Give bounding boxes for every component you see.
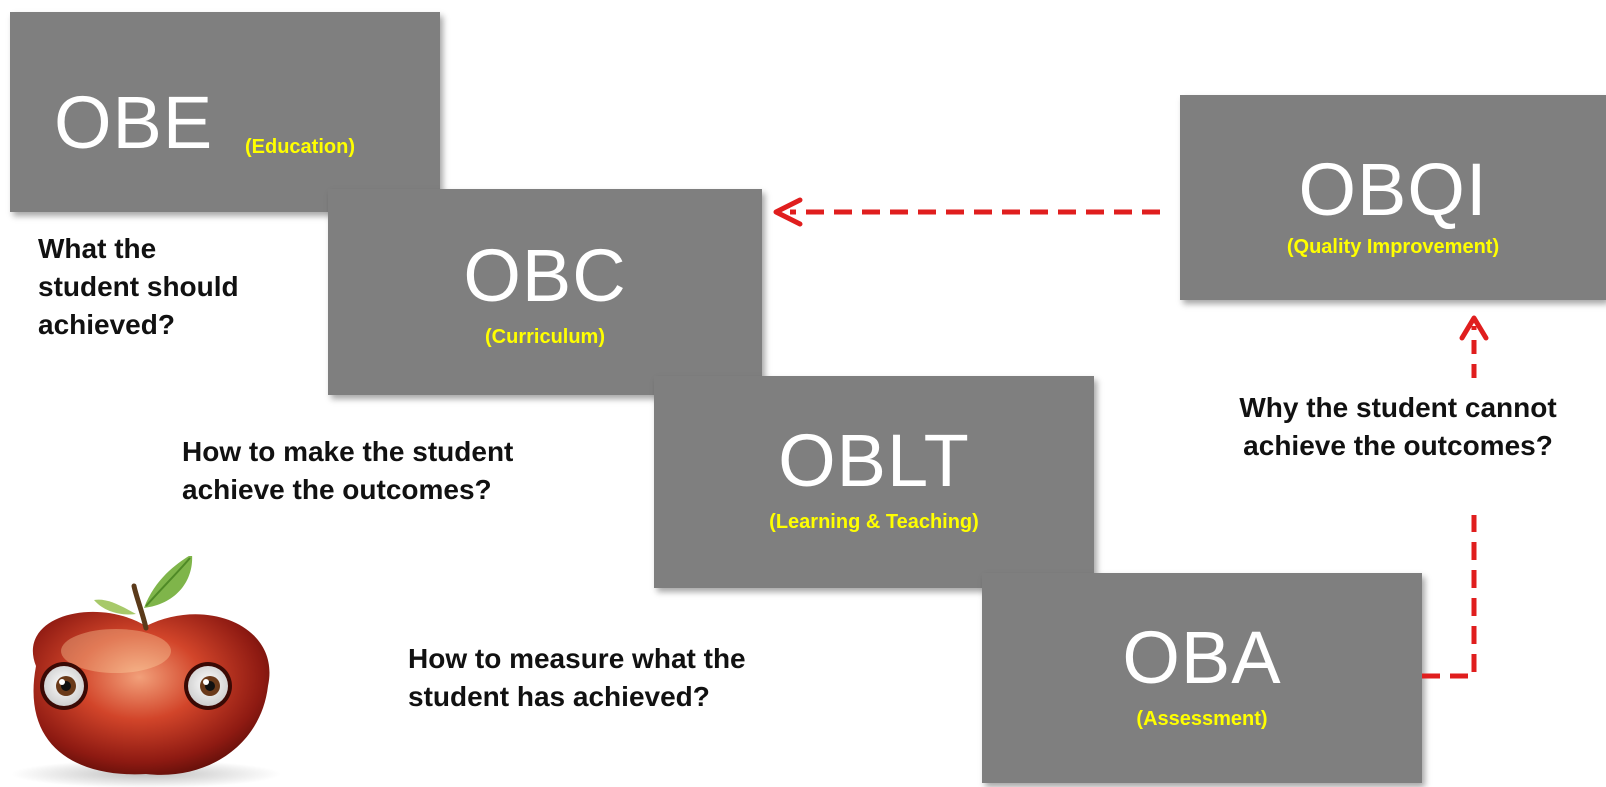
oblt-subtitle: (Learning & Teaching) [769, 511, 979, 533]
oba-box: OBA (Assessment) [982, 573, 1422, 783]
obe-question-line: achieved? [38, 309, 175, 340]
obqi-question-line: Why the student cannot [1239, 392, 1557, 423]
obc-title: OBC [463, 234, 627, 317]
obe-subtitle: (Education) [245, 136, 355, 158]
obc-subtitle: (Curriculum) [485, 326, 605, 348]
oblt-question-line: achieve the outcomes? [182, 474, 492, 505]
obc-box: OBC (Curriculum) [328, 189, 762, 395]
oblt-question: How to make the student achieve the outc… [182, 433, 513, 509]
obqi-title: OBQI [1298, 148, 1488, 231]
dashed-arrow-up-icon [1422, 315, 1489, 679]
obqi-question: Why the student cannot achieve the outco… [1190, 389, 1606, 465]
obqi-subtitle: (Quality Improvement) [1286, 236, 1500, 258]
obe-question-line: student should [38, 271, 239, 302]
oblt-box: OBLT (Learning & Teaching) [654, 376, 1094, 588]
obe-question: What the student should achieved? [38, 230, 239, 344]
obqi-box: OBQI (Quality Improvement) [1180, 95, 1606, 300]
oba-question: How to measure what the student has achi… [408, 640, 746, 716]
oba-question-line: student has achieved? [408, 681, 710, 712]
obe-box: OBE (Education) [10, 12, 440, 212]
obe-title: OBE [54, 81, 214, 164]
apple-with-eyes-icon [11, 556, 281, 787]
oba-question-line: How to measure what the [408, 643, 746, 674]
oba-subtitle: (Assessment) [1136, 708, 1268, 730]
obqi-question-line: achieve the outcomes? [1243, 430, 1553, 461]
oba-title: OBA [1122, 616, 1282, 699]
dashed-arrow-left-icon [773, 197, 1160, 227]
oblt-title: OBLT [778, 419, 970, 502]
obe-question-line: What the [38, 233, 157, 264]
oblt-question-line: How to make the student [182, 436, 514, 467]
